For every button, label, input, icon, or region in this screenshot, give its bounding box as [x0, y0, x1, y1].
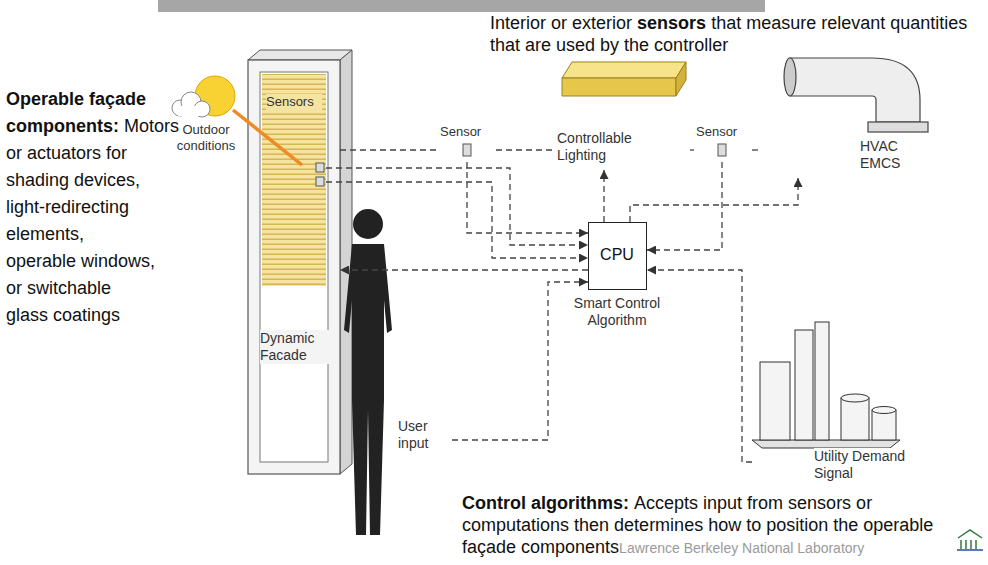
- hvac-duct-part: [790, 58, 920, 122]
- light-fixture-part: [562, 62, 686, 78]
- dashed-connector: [340, 149, 438, 150]
- utility-buildings-part: [841, 394, 869, 402]
- callout-heading: sensors: [637, 13, 706, 33]
- ceiling-sensor-symbol-part: [718, 144, 726, 156]
- callout-text: Control algorithms:Accepts input from se…: [462, 492, 958, 559]
- facade-sensor-symbol-part: [316, 177, 324, 186]
- cpu-box: CPUSmart Control Algorithm: [588, 222, 647, 290]
- node-label: Smart Control Algorithm: [557, 295, 677, 329]
- hvac-emcs: HVAC EMCS: [760, 46, 935, 178]
- callout-text: Operable façade components:Motors or act…: [6, 86, 156, 329]
- lab-logo: [957, 530, 983, 550]
- controllable-lighting: Controllable Lighting: [553, 56, 690, 170]
- utility-buildings: [752, 322, 900, 448]
- dashed-connector: [630, 178, 798, 222]
- node-label: Utility Demand Signal: [814, 448, 914, 482]
- outdoor-conditions: Outdoor conditions: [168, 76, 246, 156]
- window-sensor: Sensors: [264, 92, 326, 190]
- sun-cloud-part: [233, 110, 302, 165]
- node-label: Sensor: [440, 124, 494, 140]
- utility-signal: Utility Demand Signal: [752, 318, 917, 490]
- window-frame-part: [340, 50, 352, 474]
- dashed-connector: [752, 149, 760, 150]
- callout-text: Interior or exteriorsensorsthat measure …: [490, 12, 984, 56]
- dashed-connector: [496, 149, 553, 150]
- shading-blinds: [262, 74, 326, 286]
- callout-heading: Control algorithms:: [462, 493, 629, 513]
- light-fixture-part: [676, 62, 686, 96]
- utility-buildings-part: [872, 407, 896, 414]
- dashed-connector: [647, 162, 722, 250]
- node-label: Dynamic Facade: [260, 330, 330, 364]
- title-bar: [158, 0, 765, 12]
- node-label: HVAC EMCS: [860, 138, 932, 172]
- dashed-connector: [340, 269, 588, 270]
- watermark: Lawrence Berkeley National Laboratory: [619, 540, 864, 556]
- facade-window: Dynamic Facade Sensors: [248, 60, 340, 474]
- lab-logo-part: [970, 540, 972, 549]
- node-label: CPU: [589, 245, 645, 264]
- utility-buildings-part: [815, 322, 829, 440]
- hvac-duct-part: [784, 58, 796, 96]
- callout-body: Interior or exterior: [490, 13, 632, 33]
- light-fixture: [562, 62, 686, 96]
- lab-logo-part: [960, 540, 962, 549]
- utility-buildings-part: [795, 330, 813, 440]
- ceiling-sensor-symbol-part: [463, 144, 471, 156]
- user-input: User input: [398, 418, 452, 456]
- node-label: Sensor: [696, 124, 750, 140]
- window-frame-part: [248, 60, 340, 474]
- node-label: Outdoor conditions: [168, 122, 244, 153]
- facade-sensor-symbol-part: [316, 163, 324, 172]
- dashed-connector: [603, 170, 604, 222]
- hvac-duct-part: [868, 122, 928, 132]
- light-fixture-part: [562, 78, 676, 96]
- node-label: Controllable Lighting: [557, 130, 667, 164]
- dashed-connector: [467, 162, 588, 233]
- sun-cloud-part-part: [178, 106, 204, 116]
- node-label: Sensors: [266, 94, 322, 110]
- utility-buildings-part: [872, 410, 896, 440]
- hvac-duct: [784, 58, 928, 132]
- utility-buildings-part: [752, 440, 900, 448]
- utility-buildings-part: [841, 398, 869, 440]
- lab-logo-part: [975, 540, 977, 549]
- dashed-connector: [326, 182, 588, 258]
- person-silhouette-part: [344, 244, 392, 535]
- lab-logo-part: [965, 540, 967, 549]
- window-frame: [248, 50, 352, 474]
- dashed-connector: [690, 149, 694, 150]
- window-frame-part: [260, 72, 328, 462]
- node-label: User input: [398, 418, 450, 452]
- facade-sensor-symbol: [316, 163, 324, 186]
- ceiling-sensor: Sensor: [438, 124, 496, 162]
- window-frame-part: [248, 50, 352, 60]
- callout-body: Motors or actuators for shading devices,…: [6, 116, 179, 325]
- sun-cloud-part: [172, 92, 210, 117]
- utility-buildings-part: [760, 362, 790, 440]
- person-silhouette-part: [353, 209, 383, 239]
- lab-logo-part: [958, 530, 982, 538]
- ceiling-sensor: Sensor: [694, 124, 752, 162]
- person-silhouette: [344, 209, 392, 535]
- lab-logo-part: [957, 549, 983, 551]
